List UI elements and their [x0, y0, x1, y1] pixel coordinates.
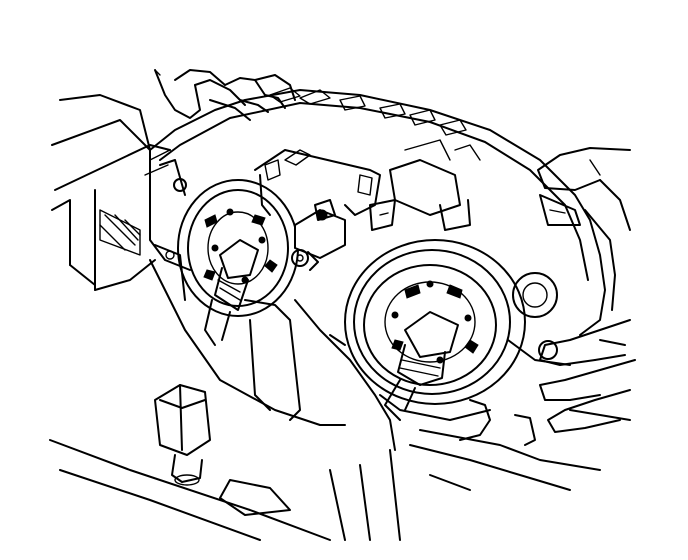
right-headlamp-bulb-socket [344, 239, 536, 446]
center-adjuster-bracket [254, 139, 481, 271]
washer-reservoir-cap [154, 384, 291, 516]
center-divider-panel [149, 259, 396, 451]
left-grille-area [94, 209, 156, 291]
headlamp-housing [149, 87, 606, 366]
left-hand [154, 69, 296, 121]
lower-front-panel [409, 339, 631, 491]
vehicle-body-lines [49, 94, 401, 541]
right-hand [537, 147, 636, 433]
left-headlamp-bulb-socket [177, 179, 299, 346]
